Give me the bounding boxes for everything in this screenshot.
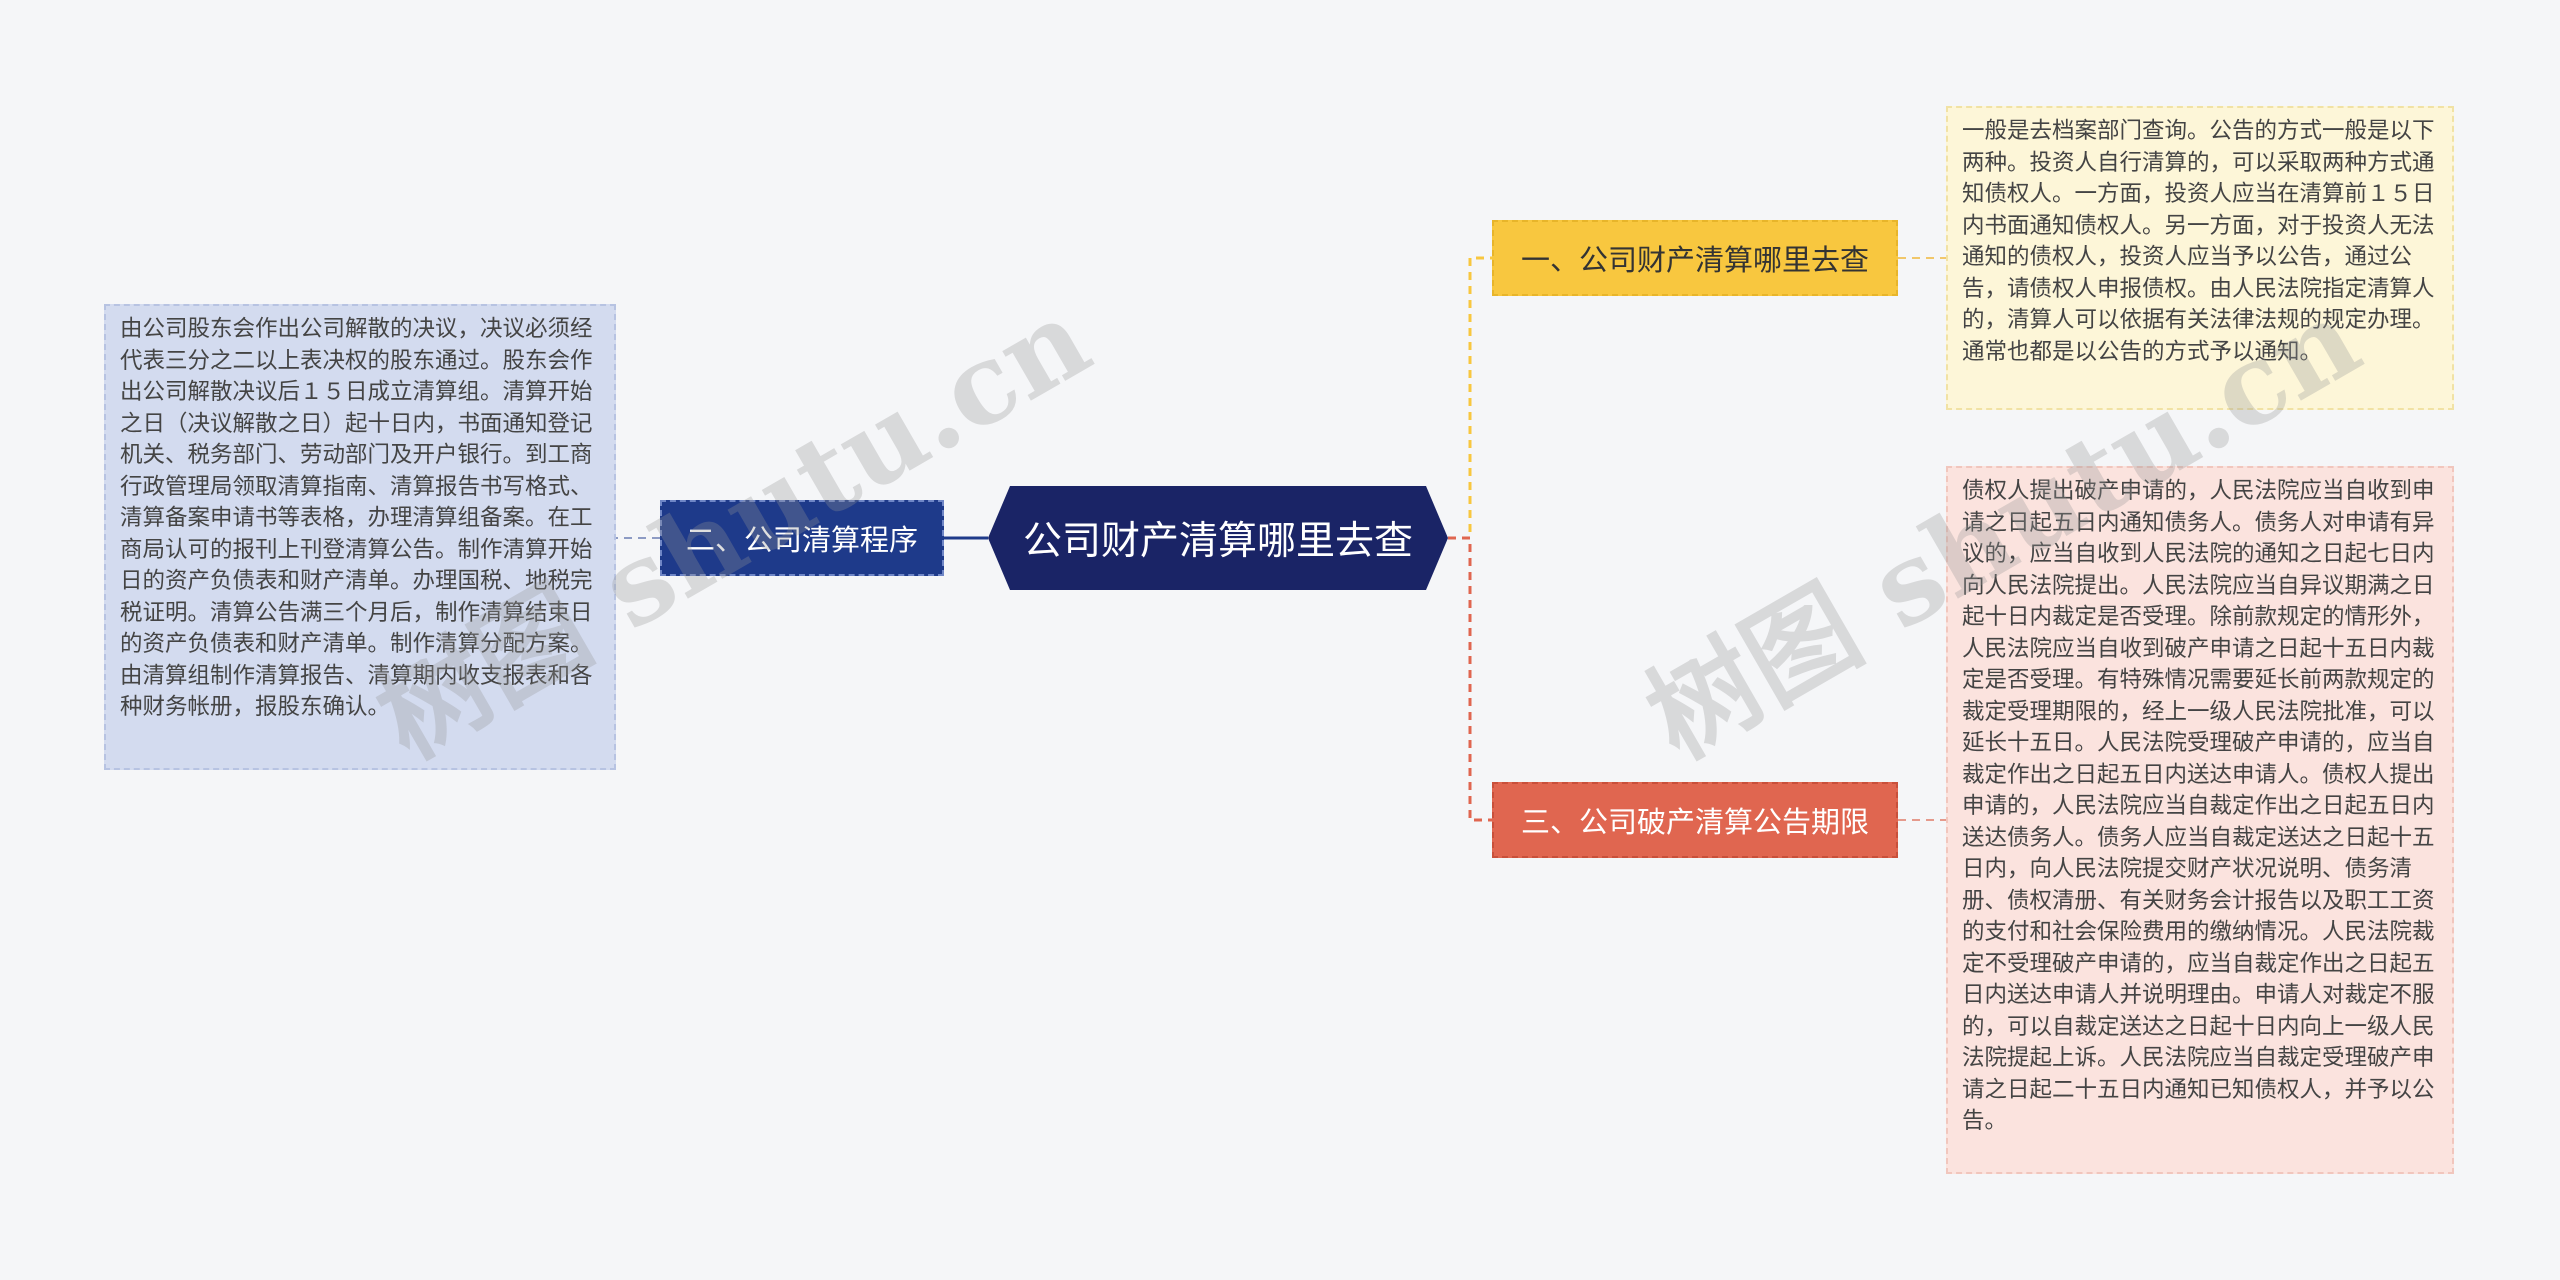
leaf-note-3-text: 债权人提出破产申请的，人民法院应当自收到申请之日起五日内通知债务人。债务人对申请… (1962, 478, 2435, 1134)
connector-root-b1 (1448, 256, 1492, 540)
branch-topic-3[interactable]: 三、公司破产清算公告期限 (1492, 782, 1898, 858)
branch-topic-2[interactable]: 二、公司清算程序 (660, 500, 944, 576)
branch-topic-1[interactable]: 一、公司财产清算哪里去查 (1492, 220, 1898, 296)
leaf-note-2[interactable]: 由公司股东会作出公司解散的决议，决议必须经代表三分之二以上表决权的股东通过。股东… (104, 304, 616, 770)
branch-topic-2-label: 二、公司清算程序 (685, 523, 918, 557)
connector-root-b3 (1448, 536, 1492, 822)
leaf-note-1[interactable]: 一般是去档案部门查询。公告的方式一般是以下两种。投资人自行清算的，可以采取两种方… (1946, 106, 2454, 410)
leaf-note-2-text: 由公司股东会作出公司解散的决议，决议必须经代表三分之二以上表决权的股东通过。股东… (120, 316, 593, 720)
root-topic-label: 公司财产清算哪里去查 (1022, 519, 1413, 564)
leaf-note-3[interactable]: 债权人提出破产申请的，人民法院应当自收到申请之日起五日内通知债务人。债务人对申请… (1946, 466, 2454, 1174)
branch-topic-1-label: 一、公司财产清算哪里去查 (1520, 243, 1869, 277)
branch-topic-3-label: 三、公司破产清算公告期限 (1520, 805, 1869, 839)
root-topic[interactable]: 公司财产清算哪里去查 (988, 486, 1448, 590)
leaf-note-1-text: 一般是去档案部门查询。公告的方式一般是以下两种。投资人自行清算的，可以采取两种方… (1962, 118, 2435, 365)
